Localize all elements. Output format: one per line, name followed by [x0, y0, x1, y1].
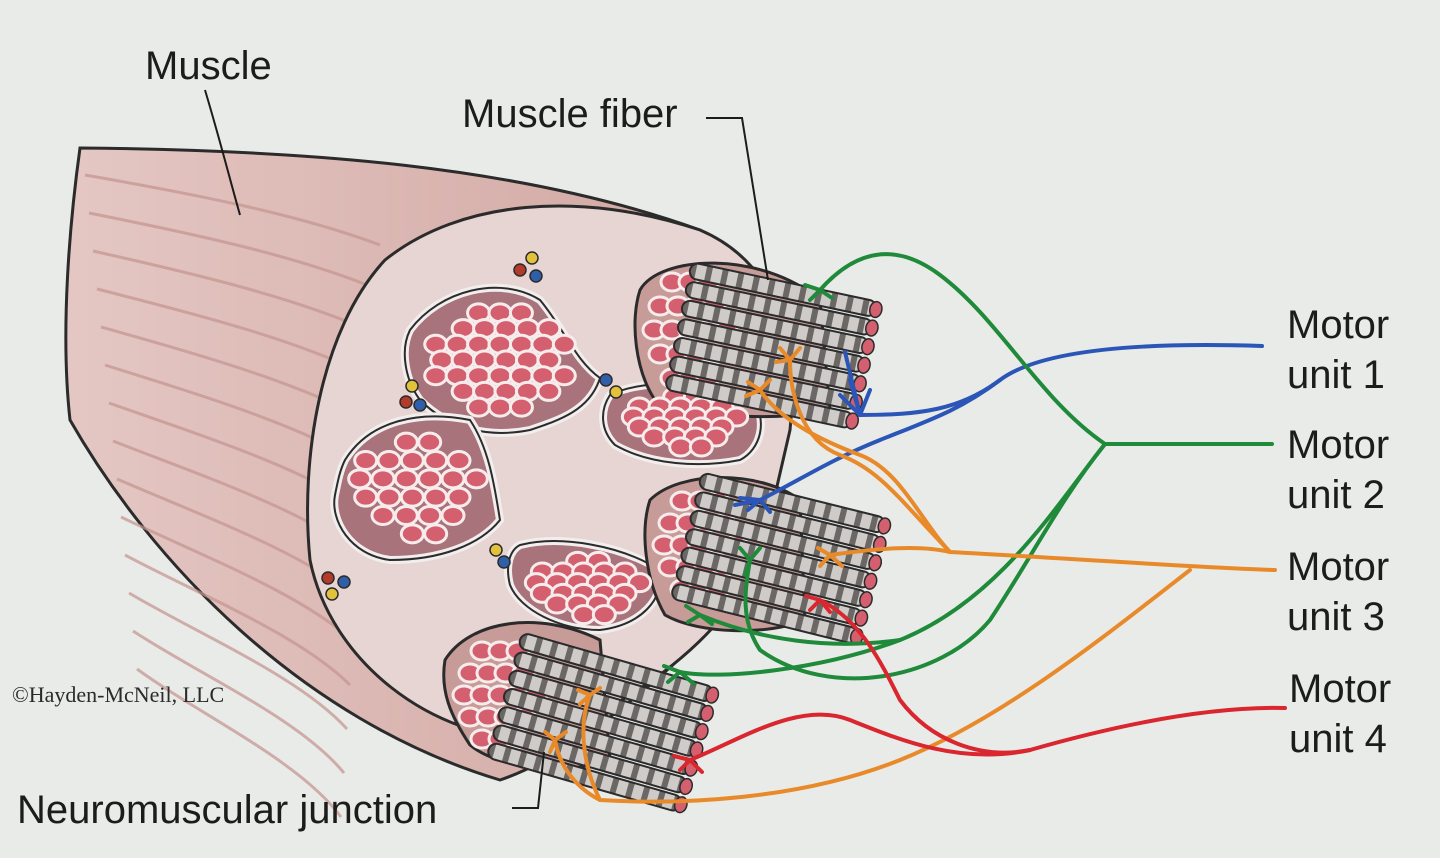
fiber-cell	[399, 486, 425, 508]
fiber-cell	[417, 431, 443, 453]
fiber-cell	[347, 468, 373, 490]
fiber-cell	[440, 505, 466, 526]
striation-line	[84, 173, 381, 247]
muscle-fiber-label: Muscle fiber	[462, 92, 678, 136]
fiber-cell	[376, 450, 402, 471]
fiber-cell	[446, 486, 472, 508]
motor-unit-3-nerve	[543, 346, 1277, 804]
muscle-fiber	[513, 651, 714, 723]
fiber-cell	[376, 486, 402, 508]
muscle-leader-line	[204, 89, 241, 216]
muscle-fiber	[684, 281, 879, 337]
fiber-cell	[508, 396, 534, 418]
muscle-fiber	[673, 337, 867, 393]
muscle-fiber	[508, 669, 709, 741]
fiber-cell	[423, 450, 449, 471]
fiber-cell	[446, 450, 472, 471]
fiber-cell	[688, 436, 714, 458]
fiber-cell	[466, 396, 492, 418]
muscle-fiber	[680, 546, 873, 609]
fiber-cell	[370, 505, 396, 526]
muscle-fiber	[688, 262, 883, 319]
muscle-fiber	[698, 472, 892, 535]
fiber-cell	[370, 468, 396, 490]
fiber-cell	[551, 333, 577, 355]
motor-unit-2-label: Motor unit 2	[1287, 423, 1390, 517]
motor-unit-4-nerve	[672, 594, 1287, 774]
striation-line	[88, 211, 378, 291]
fiber-cell	[551, 365, 577, 387]
motor-unit-4-label: Motor unit 4	[1289, 667, 1392, 761]
fiber-cell	[423, 365, 449, 387]
fiber-cell	[536, 380, 562, 402]
muscle-fiber	[676, 318, 871, 374]
muscle-label: Muscle	[145, 44, 272, 88]
motor-unit-1-label: Motor unit 1	[1287, 303, 1390, 397]
muscle-fiber-leader-line	[706, 117, 769, 281]
fiber-cell	[393, 505, 419, 526]
fiber-cell	[417, 468, 443, 490]
motor-unit-3-label: Motor unit 3	[1287, 545, 1390, 639]
copyright-text: ©Hayden-McNeil, LLC	[12, 682, 225, 707]
fiber-cell	[423, 486, 449, 508]
fiber-cell	[668, 436, 694, 458]
fiber-cell	[487, 396, 513, 418]
fiber-cell	[399, 450, 425, 471]
striation-line	[136, 667, 343, 818]
fiber-cell	[417, 505, 443, 526]
fiber-cell	[450, 380, 476, 402]
fiber-cell	[399, 523, 425, 545]
fiber-cell	[571, 604, 597, 626]
blood-vessels	[321, 251, 623, 601]
fiber-cell	[353, 486, 379, 508]
striation-line	[124, 553, 352, 687]
motor-unit-1-nerve	[733, 343, 1264, 514]
fiber-cell	[423, 523, 449, 545]
fiber-cell	[641, 426, 667, 448]
neuromuscular-junction-leader-line	[512, 751, 545, 809]
motor-unit-2-nerve	[662, 252, 1274, 686]
striation-line	[132, 629, 346, 774]
fiber-cell	[463, 468, 489, 490]
fiber-cell	[393, 431, 419, 453]
muscle-fiber	[684, 528, 878, 590]
fiber-cell	[591, 604, 617, 626]
fiber-cell	[544, 593, 570, 615]
muscle-fiber	[518, 633, 720, 704]
fiber-cell	[393, 468, 419, 490]
striation-line	[128, 591, 349, 731]
fiber-cell	[440, 468, 466, 490]
leader-lines	[204, 89, 769, 809]
muscle-fiber-rods	[487, 262, 892, 814]
muscle-fiber	[680, 299, 875, 356]
fiber-cell	[353, 450, 379, 471]
neuromuscular-junction-label: Neuromuscular junction	[17, 788, 438, 832]
muscle-fiber	[675, 565, 869, 627]
striation-line	[120, 515, 355, 643]
